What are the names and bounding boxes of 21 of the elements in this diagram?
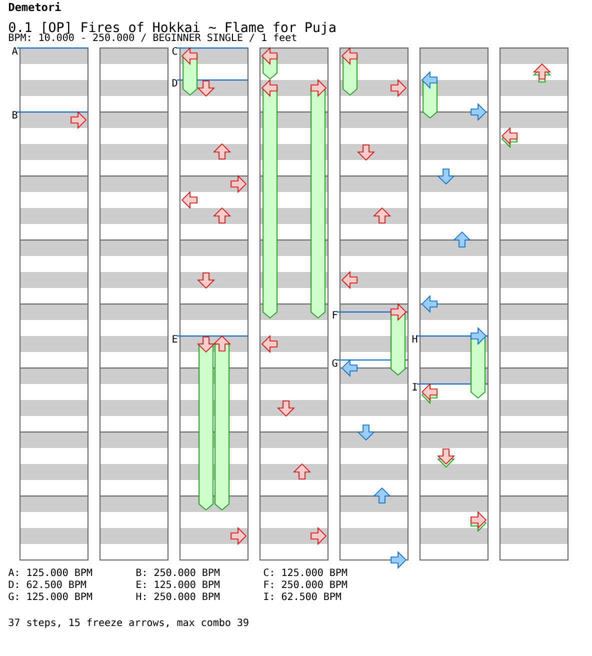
bpm-marker-letter: C	[172, 47, 178, 55]
bpm-marker-letter: F	[332, 311, 338, 318]
bpm-marker-letter: I	[412, 383, 417, 390]
bpm-list-entry: D: 62.500 BPM	[8, 580, 86, 588]
chart-info: BPM: 10.000 - 250.000 / BEGINNER SINGLE / 1 feet	[9, 33, 296, 42]
bpm-marker-letter: G	[332, 359, 338, 367]
bpm-marker-letter: H	[412, 335, 418, 342]
bpm-marker-letter: D	[172, 79, 178, 86]
bpm-marker-letter: E	[172, 335, 178, 342]
bpm-marker-letter: A	[12, 47, 18, 54]
bpm-list-entry: I: 62.500 BPM	[264, 592, 342, 600]
bpm-list-entry: G: 125.000 BPM	[8, 592, 92, 600]
bpm-list-entry: E: 125.000 BPM	[136, 580, 220, 588]
bpm-marker-letter: B	[12, 111, 18, 118]
bpm-list-entry: H: 250.000 BPM	[136, 592, 220, 600]
step-summary: 37 steps, 15 freeze arrows, max combo 39	[8, 618, 248, 628]
bpm-list-entry: C: 125.000 BPM	[264, 568, 348, 576]
bpm-list-entry: F: 250.000 BPM	[264, 580, 348, 588]
artist-name: Demetori	[8, 2, 61, 12]
bpm-list-entry: A: 125.000 BPM	[8, 568, 92, 576]
bpm-list-entry: B: 250.000 BPM	[136, 568, 220, 576]
